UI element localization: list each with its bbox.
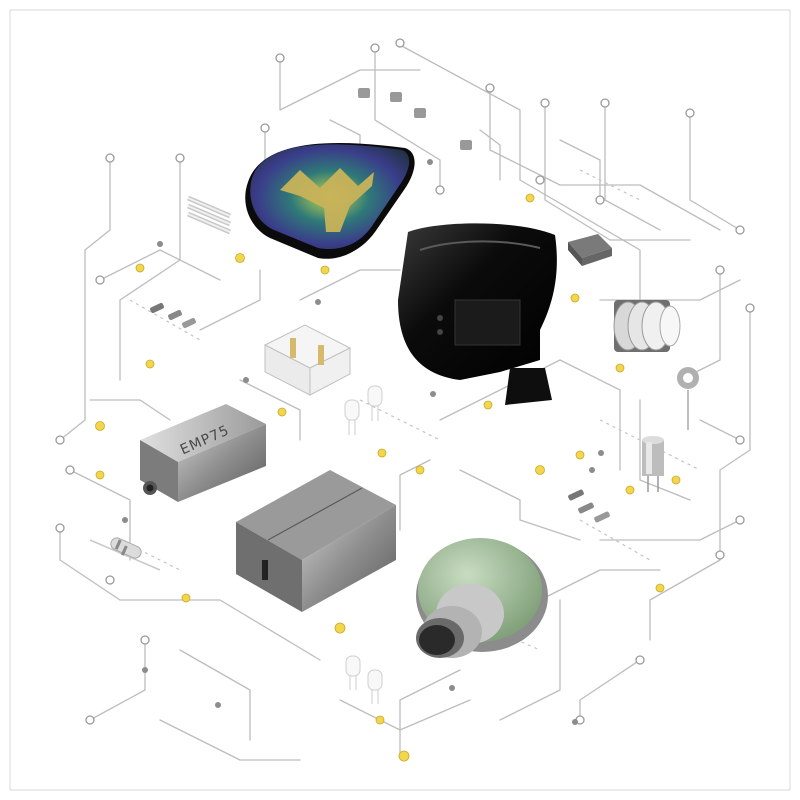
coil-spring: [187, 195, 231, 235]
balanced-armature-block: [236, 470, 396, 612]
capacitor-cylinder: [642, 436, 664, 492]
small-resistors-left: [150, 302, 196, 329]
led-pair-upper: [344, 385, 383, 435]
circuit-nodes: [55, 38, 755, 725]
bead-resistor-left: [89, 537, 161, 571]
frame-border: [9, 9, 791, 791]
yellow-contact-dots: [95, 193, 681, 762]
black-shell-body: [398, 223, 557, 405]
led-pair-lower: [345, 655, 383, 704]
transparent-switch-block: [263, 324, 352, 396]
ring-component: [677, 367, 699, 430]
chip-ic: [568, 234, 612, 266]
faceplate-shell: [245, 142, 415, 259]
dynamic-driver-green: [416, 538, 548, 658]
grey-dots: [122, 159, 604, 725]
small-resistors-right: [568, 489, 610, 523]
pin-caps: [358, 88, 472, 150]
emp75-driver: EMP75: [140, 404, 266, 502]
coil-inductor: [613, 300, 681, 352]
